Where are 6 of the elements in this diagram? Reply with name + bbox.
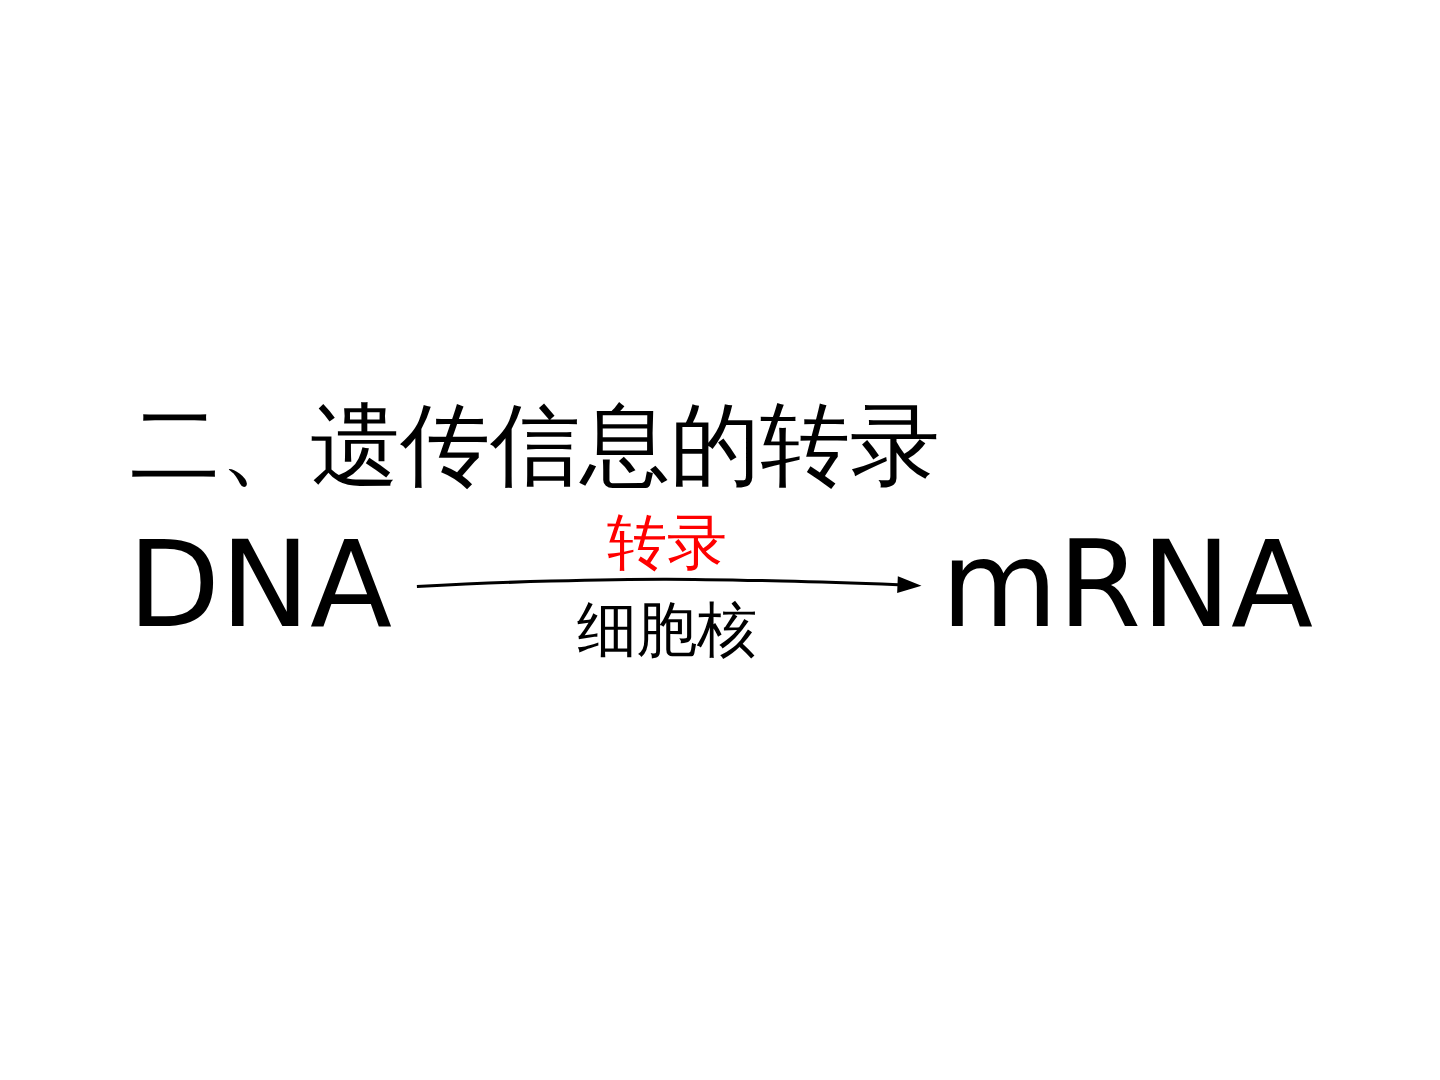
node-text: DNA	[127, 514, 392, 654]
edge-label: 转录	[606, 506, 726, 577]
arrow	[416, 575, 921, 593]
label: 细胞核	[576, 593, 756, 664]
diagram-title: 二、遗传信息的转录	[129, 391, 939, 497]
node-text: mRNA	[940, 514, 1313, 654]
